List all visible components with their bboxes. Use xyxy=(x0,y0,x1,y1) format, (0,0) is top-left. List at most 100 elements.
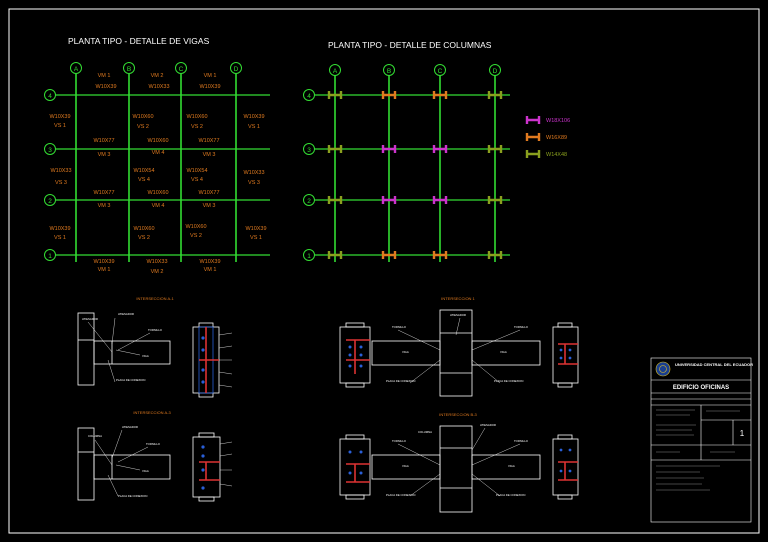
column-section-symbol xyxy=(487,251,503,259)
beam-label: W10X39 xyxy=(243,114,264,120)
svg-text:PLACA DE CONEXION: PLACA DE CONEXION xyxy=(496,493,525,497)
beam-label: W10X77 xyxy=(93,190,114,196)
svg-text:ATIESADOR: ATIESADOR xyxy=(122,425,138,429)
vigas-grid-horizontals xyxy=(56,94,270,256)
svg-text:VIGA: VIGA xyxy=(402,350,409,354)
svg-text:TORNILLO: TORNILLO xyxy=(392,325,407,329)
column-section-symbol xyxy=(327,91,343,99)
vigas-row-2: 2 xyxy=(48,198,52,205)
beam-label: W10X60 xyxy=(185,224,206,230)
svg-text:COLUMNA: COLUMNA xyxy=(88,434,102,438)
beam-label: VM 3 xyxy=(203,203,216,209)
svg-text:VIGA: VIGA xyxy=(508,464,515,468)
beam-label: W10X77 xyxy=(93,138,114,144)
column-section-symbol xyxy=(381,196,397,204)
column-section-symbol xyxy=(432,251,448,259)
beam-label: W10X33 xyxy=(148,84,169,90)
columnas-row-bubbles: 4 3 2 1 xyxy=(303,89,315,261)
column-section-symbol xyxy=(487,91,503,99)
vigas-col-D: D xyxy=(234,66,239,73)
beam-label: W10X60 xyxy=(147,138,168,144)
svg-text:ATIESADOR: ATIESADOR xyxy=(480,423,496,427)
vigas-col-C: C xyxy=(179,66,184,73)
vigas-row-1: 1 xyxy=(48,253,52,260)
legend-label-w18x106: W18X106 xyxy=(546,118,570,124)
columnas-row-2: 2 xyxy=(307,198,311,205)
vigas-row-bubbles: 4 3 2 1 xyxy=(44,89,56,261)
vigas-row-3: 3 xyxy=(48,147,52,154)
svg-text:COLUMNA: COLUMNA xyxy=(418,430,432,434)
beam-label: VM 2 xyxy=(151,73,164,79)
column-section-symbol xyxy=(432,145,448,153)
beam-label: W10X77 xyxy=(198,138,219,144)
column-section-symbol xyxy=(381,145,397,153)
svg-text:TORNILLO: TORNILLO xyxy=(148,328,163,332)
beam-label: W10X39 xyxy=(93,259,114,265)
vigas-grid-verticals xyxy=(75,74,237,262)
svg-text:VIGA: VIGA xyxy=(142,469,149,473)
columnas-col-C: C xyxy=(438,68,443,75)
columnas-grid-horizontals xyxy=(315,94,510,256)
beam-label: VM 4 xyxy=(152,203,165,209)
beam-label: W10X60 xyxy=(133,226,154,232)
detail-title-3: INTERSECCION A-3 xyxy=(133,410,171,415)
beam-label: W10X39 xyxy=(49,226,70,232)
beam-label: VM 1 xyxy=(204,267,217,273)
beam-label: VS 3 xyxy=(248,180,260,186)
beam-label: VS 1 xyxy=(250,235,262,241)
beam-label: VS 2 xyxy=(137,124,149,130)
vigas-row-4: 4 xyxy=(48,93,52,100)
detail-b3: COLUMNA ATIESADOR TORNILLO TORNILLO VIGA… xyxy=(339,423,579,513)
columnas-col-A: A xyxy=(333,68,338,75)
svg-text:ATIESADOR: ATIESADOR xyxy=(118,312,134,316)
column-section-symbol xyxy=(381,251,397,259)
university-name: UNIVERSIDAD CENTRAL DEL ECUADOR xyxy=(675,362,753,367)
beam-label: W10X39 xyxy=(95,84,116,90)
svg-text:PLACA DE CONEXION: PLACA DE CONEXION xyxy=(116,378,145,382)
column-section-symbol xyxy=(327,251,343,259)
svg-text:PLACA DE CONEXION: PLACA DE CONEXION xyxy=(386,493,415,497)
project-name: EDIFICIO OFICINAS xyxy=(673,385,729,391)
beam-label: W10X54 xyxy=(186,168,207,174)
beam-label: VS 2 xyxy=(190,233,202,239)
beam-label: VS 1 xyxy=(54,235,66,241)
sheet-border xyxy=(8,8,760,534)
vigas-col-B: B xyxy=(127,66,131,73)
beam-label: W10X39 xyxy=(245,226,266,232)
beam-label: VM 1 xyxy=(98,73,111,79)
beam-label: VM 3 xyxy=(98,152,111,158)
beam-label: W10X54 xyxy=(133,168,154,174)
svg-text:TORNILLO: TORNILLO xyxy=(514,439,529,443)
column-section-symbol xyxy=(327,145,343,153)
column-section-symbol xyxy=(432,91,448,99)
columnas-col-B: B xyxy=(387,68,391,75)
legend-label-w14x48: W14X48 xyxy=(546,152,567,158)
column-section-symbol xyxy=(487,145,503,153)
svg-text:ATIESADOR: ATIESADOR xyxy=(82,317,98,321)
beam-label: W10X60 xyxy=(186,114,207,120)
detail-title-2: INTERSECCION 1 xyxy=(441,296,475,301)
detail-title-4: INTERSECCION B-3 xyxy=(439,412,477,417)
columnas-col-D: D xyxy=(493,68,498,75)
beam-label: VS 4 xyxy=(138,177,150,183)
svg-text:TORNILLO: TORNILLO xyxy=(146,442,161,446)
vigas-title: PLANTA TIPO - DETALLE DE VIGAS xyxy=(68,36,210,46)
beam-label: W10X39 xyxy=(199,259,220,265)
column-section-symbol xyxy=(487,196,503,204)
columnas-row-1: 1 xyxy=(307,253,311,260)
beam-label: W10X33 xyxy=(243,170,264,176)
beam-label: W10X60 xyxy=(132,114,153,120)
title-block: UNIVERSIDAD CENTRAL DEL ECUADOR EDIFICIO… xyxy=(650,357,753,523)
beam-label: VM 3 xyxy=(98,203,111,209)
svg-text:PLACA DE CONEXION: PLACA DE CONEXION xyxy=(494,379,523,383)
svg-text:VIGA: VIGA xyxy=(142,354,149,358)
detail-title-1: INTERSECCION A-1 xyxy=(136,296,174,301)
column-symbols xyxy=(327,91,503,259)
beam-label: VS 4 xyxy=(191,177,203,183)
legend-symbol-magenta xyxy=(525,116,541,124)
beam-label: VS 2 xyxy=(138,235,150,241)
beam-label: W10X33 xyxy=(146,259,167,265)
